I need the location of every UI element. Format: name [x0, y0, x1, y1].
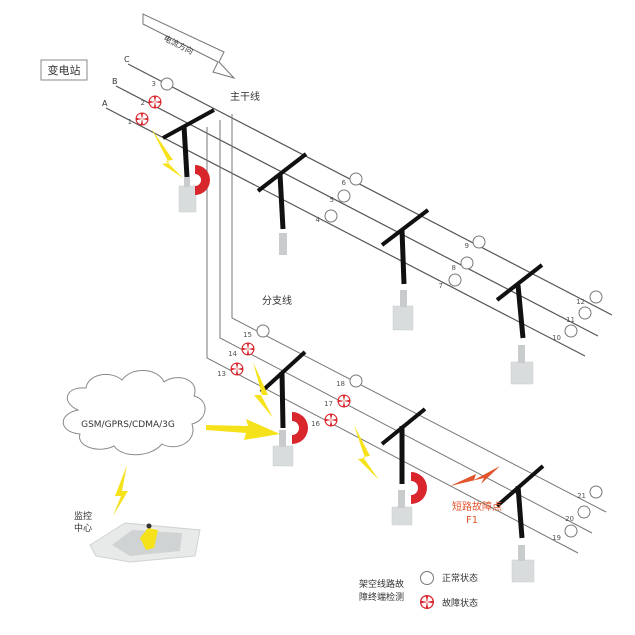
lightning-bolt-1 — [151, 128, 183, 178]
legend-normal-icon — [420, 571, 434, 585]
indicator-number-8: 8 — [452, 264, 456, 272]
indicator-1: 1 — [128, 112, 149, 126]
indicator-13: 13 — [217, 362, 244, 378]
indicator-15: 15 — [243, 324, 270, 339]
indicator-number-9: 9 — [465, 242, 469, 250]
indicator-10: 10 — [552, 324, 578, 342]
main-tower-1 — [162, 108, 215, 213]
indicator-17: 17 — [324, 394, 351, 408]
legend-fault-icon — [420, 595, 434, 609]
phase-b-label: B — [112, 77, 118, 86]
legend-fault-label: 故障状态 — [442, 597, 478, 609]
indicator-20: 20 — [565, 505, 591, 523]
branch-line-wires — [206, 114, 607, 554]
branch-tower-2 — [380, 407, 427, 526]
indicator-number-13: 13 — [217, 370, 226, 378]
main-line-label: 主干线 — [230, 90, 260, 103]
indicator-number-7: 7 — [439, 282, 443, 290]
indicator-11: 11 — [566, 306, 592, 324]
indicator-14: 14 — [228, 342, 255, 358]
indicator-7: 7 — [439, 273, 462, 290]
monitor-center-label-1: 监控 — [74, 510, 92, 522]
indicator-number-18: 18 — [336, 380, 345, 388]
indicator-number-3: 3 — [152, 80, 156, 88]
legend-device-label-2: 障终端检测 — [359, 591, 404, 603]
current-direction-arrow: 电流方向 — [142, 13, 236, 79]
branch-tower-3 — [495, 464, 545, 583]
short-circuit-zigzag — [450, 466, 500, 486]
indicator-number-12: 12 — [576, 298, 585, 306]
phase-a-label: A — [102, 99, 108, 108]
main-tower-4 — [495, 263, 544, 385]
indicator-number-2: 2 — [141, 99, 145, 107]
indicator-5: 5 — [330, 189, 351, 204]
indicator-4: 4 — [316, 209, 338, 224]
indicator-6: 6 — [342, 172, 363, 187]
indicator-19: 19 — [552, 524, 578, 542]
main-tower-3 — [380, 208, 430, 331]
indicator-21: 21 — [577, 485, 603, 500]
indicator-number-4: 4 — [316, 216, 321, 224]
indicator-18: 18 — [336, 374, 363, 388]
indicator-2: 2 — [141, 95, 162, 109]
indicator-16: 16 — [311, 413, 338, 428]
fault-flag-3 — [411, 472, 427, 504]
branch-line-label: 分支线 — [262, 294, 292, 307]
indicator-number-11: 11 — [566, 316, 575, 324]
indicator-3: 3 — [152, 77, 174, 91]
branch-tower-1 — [259, 350, 307, 467]
substation-box: 变电站 — [40, 59, 88, 81]
lightning-bolt-4 — [354, 425, 379, 480]
indicator-number-15: 15 — [243, 331, 252, 339]
indicator-number-6: 6 — [342, 179, 347, 187]
phase-c-label: C — [124, 55, 130, 64]
indicator-9: 9 — [465, 235, 486, 250]
indicator-number-14: 14 — [228, 350, 237, 358]
indicator-number-21: 21 — [577, 492, 586, 500]
substation-label: 变电站 — [48, 63, 81, 77]
indicator-8: 8 — [452, 256, 474, 272]
legend-normal-label: 正常状态 — [442, 572, 478, 584]
fault-flags — [195, 165, 427, 504]
fault-flag-2 — [292, 412, 308, 444]
monitoring-center: 监控 中心 — [74, 510, 201, 563]
legend-device-label-1: 架空线路故 — [359, 578, 404, 590]
main-tower-2 — [256, 152, 308, 255]
indicator-number-19: 19 — [552, 534, 561, 542]
fault-point-id: F1 — [466, 515, 478, 526]
cloud-label: GSM/GPRS/CDMA/3G — [81, 420, 175, 430]
legend: 架空线路故 障终端检测 正常状态 故障状态 — [359, 571, 478, 609]
indicator-number-20: 20 — [565, 515, 574, 523]
lightning-bolt-2 — [253, 362, 273, 418]
indicator-number-16: 16 — [311, 420, 320, 428]
lightning-bolt-3 — [206, 419, 280, 440]
lightning-bolts — [113, 128, 379, 516]
indicator-number-10: 10 — [552, 334, 561, 342]
fault-point-label: 短路故障点 — [452, 500, 502, 513]
communication-cloud: GSM/GPRS/CDMA/3G — [62, 370, 206, 456]
monitor-center-label-2: 中心 — [74, 522, 92, 534]
lightning-bolt-5 — [113, 465, 128, 516]
fault-flag-1 — [195, 165, 210, 195]
indicator-number-5: 5 — [330, 196, 334, 204]
indicator-number-17: 17 — [324, 400, 333, 408]
indicator-number-1: 1 — [128, 118, 132, 126]
indicator-12: 12 — [576, 290, 603, 306]
